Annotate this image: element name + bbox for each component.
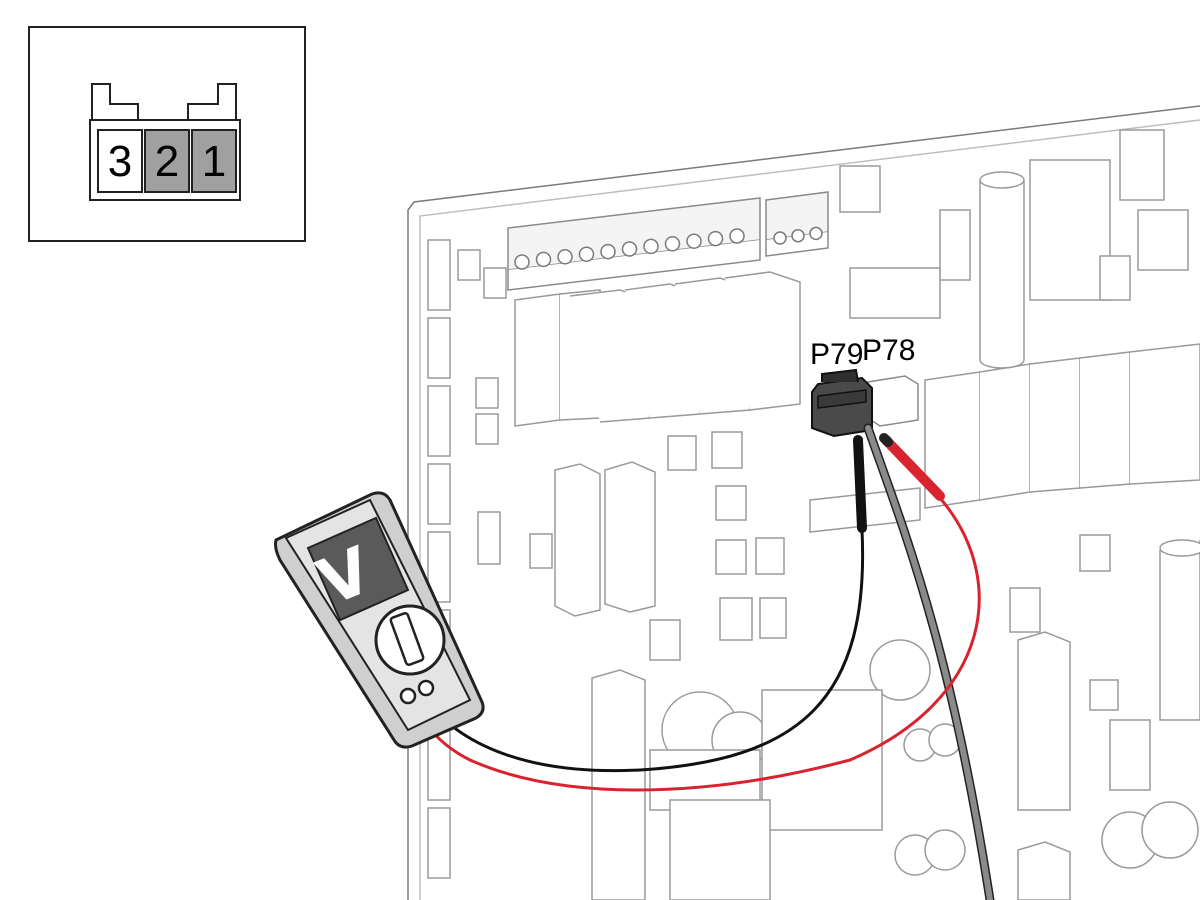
terminal-screw — [600, 243, 616, 260]
relay-row — [514, 271, 801, 427]
terminal-screw — [686, 233, 702, 249]
pin-label-3: 3 — [108, 137, 132, 186]
red-test-lead — [408, 438, 981, 792]
connector-p78 — [867, 375, 919, 427]
right-relays — [924, 343, 1200, 509]
black-probe — [853, 435, 867, 533]
small-connectors — [457, 209, 1189, 569]
ic-components — [649, 129, 1165, 900]
pin-cell-2 — [144, 129, 190, 193]
terminal-screw — [535, 251, 552, 268]
terminal-screw — [664, 236, 681, 252]
capacitors — [661, 171, 1200, 876]
terminal-screw — [707, 230, 724, 247]
terminal-screw — [643, 238, 659, 255]
meter-dial — [374, 604, 446, 676]
pin-label-1: 1 — [202, 137, 226, 186]
terminal-screw — [729, 228, 745, 244]
harness-cable — [865, 425, 993, 900]
terminal-screw — [621, 241, 638, 257]
terminal-screw — [773, 231, 787, 245]
multimeter: V — [274, 491, 485, 749]
pin-cell-3 — [97, 129, 143, 193]
terminal-screw — [557, 249, 573, 265]
connector-label-p79: P79 — [810, 338, 863, 371]
connector-latch — [91, 83, 237, 120]
terminal-screws — [514, 226, 823, 270]
terminal-screw — [791, 228, 805, 243]
terminal-screw — [809, 226, 823, 241]
circuit-board — [407, 105, 1200, 900]
pin-cell-1 — [191, 129, 237, 193]
cables — [408, 423, 995, 900]
meter-jack-com — [399, 687, 417, 705]
black-test-lead — [418, 436, 865, 773]
pin-label-2: 2 — [155, 137, 179, 186]
connector-label-p78: P78 — [862, 334, 915, 367]
edge-connectors — [427, 239, 451, 879]
red-probe — [881, 435, 945, 501]
ribbon-connectors — [554, 461, 1071, 900]
connector-p79-plug — [811, 368, 873, 438]
meter-screen — [306, 516, 410, 622]
terminal-screw — [514, 254, 530, 270]
meter-jack-v — [417, 679, 435, 697]
terminal-screw — [578, 246, 595, 262]
